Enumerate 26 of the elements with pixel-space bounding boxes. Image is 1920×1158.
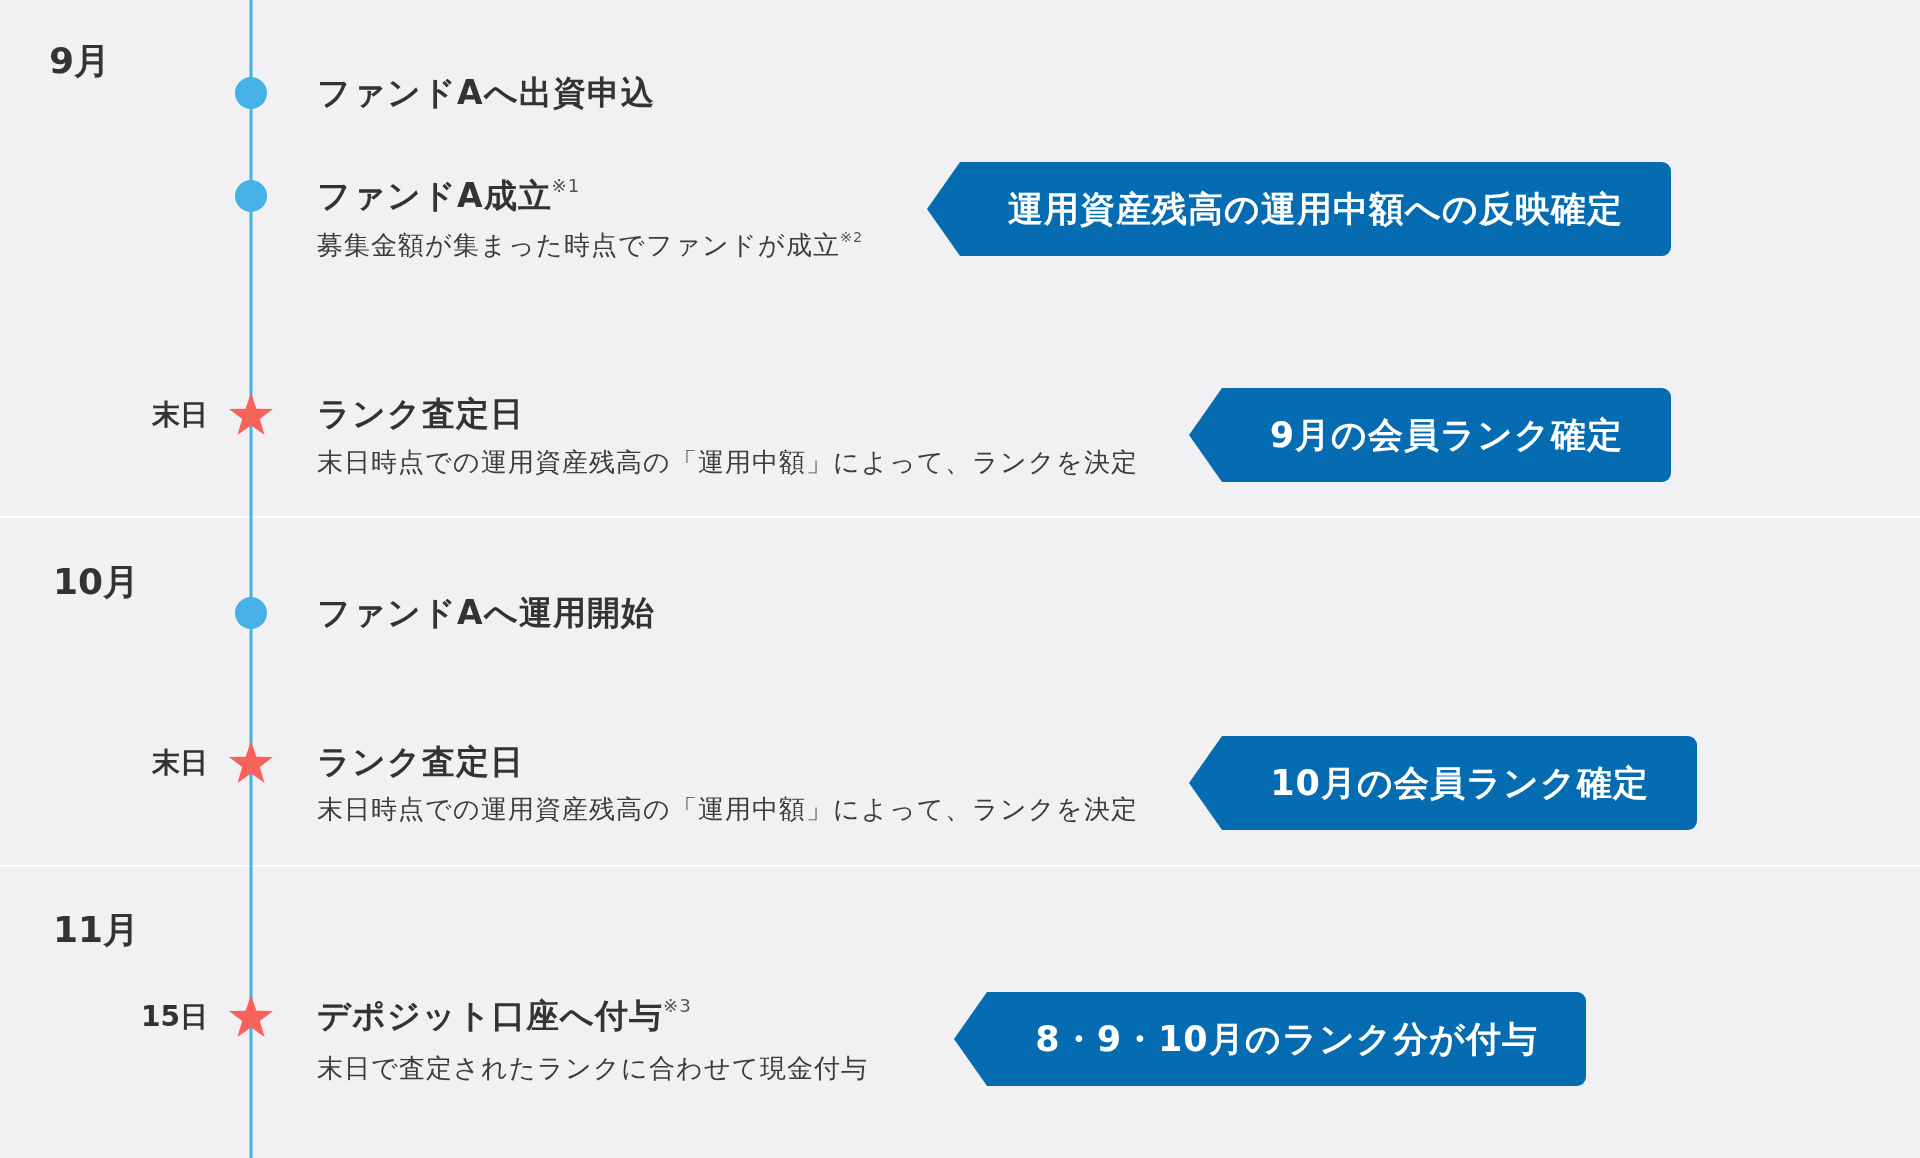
event-title: ランク査定日 xyxy=(317,741,524,783)
arrow-tag: 運用資産残高の運用中額への反映確定 xyxy=(927,162,1671,256)
star-icon xyxy=(229,741,273,783)
star-icon xyxy=(229,995,273,1037)
event-description: 末日で査定されたランクに合わせて現金付与 xyxy=(317,1051,868,1085)
star-icon xyxy=(229,393,273,435)
dot-icon xyxy=(235,77,267,109)
month-heading: 10月 xyxy=(53,560,140,604)
event-title: ランク査定日 xyxy=(317,393,524,435)
event-title: ファンドAへ運用開始 xyxy=(317,592,655,634)
event-title: ファンドA成立$^{※1}$ xyxy=(317,175,581,217)
event-title: ファンドAへ出資申込 xyxy=(317,72,655,114)
arrow-tag: 10月の会員ランク確定 xyxy=(1189,736,1697,830)
date-label: 末日 xyxy=(152,396,208,432)
date-label: 15日 xyxy=(141,998,208,1034)
dot-icon xyxy=(235,180,267,212)
arrow-tag: 9月の会員ランク確定 xyxy=(1189,388,1671,482)
arrow-tag: 8・9・10月のランク分が付与 xyxy=(954,992,1586,1086)
dot-icon xyxy=(235,597,267,629)
event-description: 募集金額が集まった時点でファンドが成立$^{※2}$ xyxy=(317,228,864,262)
date-label: 末日 xyxy=(152,744,208,780)
event-title: デポジット口座へ付与$^{※3}$ xyxy=(317,995,692,1037)
month-heading: 9月 xyxy=(49,39,111,83)
event-description: 末日時点での運用資産残高の「運用中額」によって、ランクを決定 xyxy=(317,445,1138,479)
event-description: 末日時点での運用資産残高の「運用中額」によって、ランクを決定 xyxy=(317,792,1138,826)
month-heading: 11月 xyxy=(53,908,140,952)
